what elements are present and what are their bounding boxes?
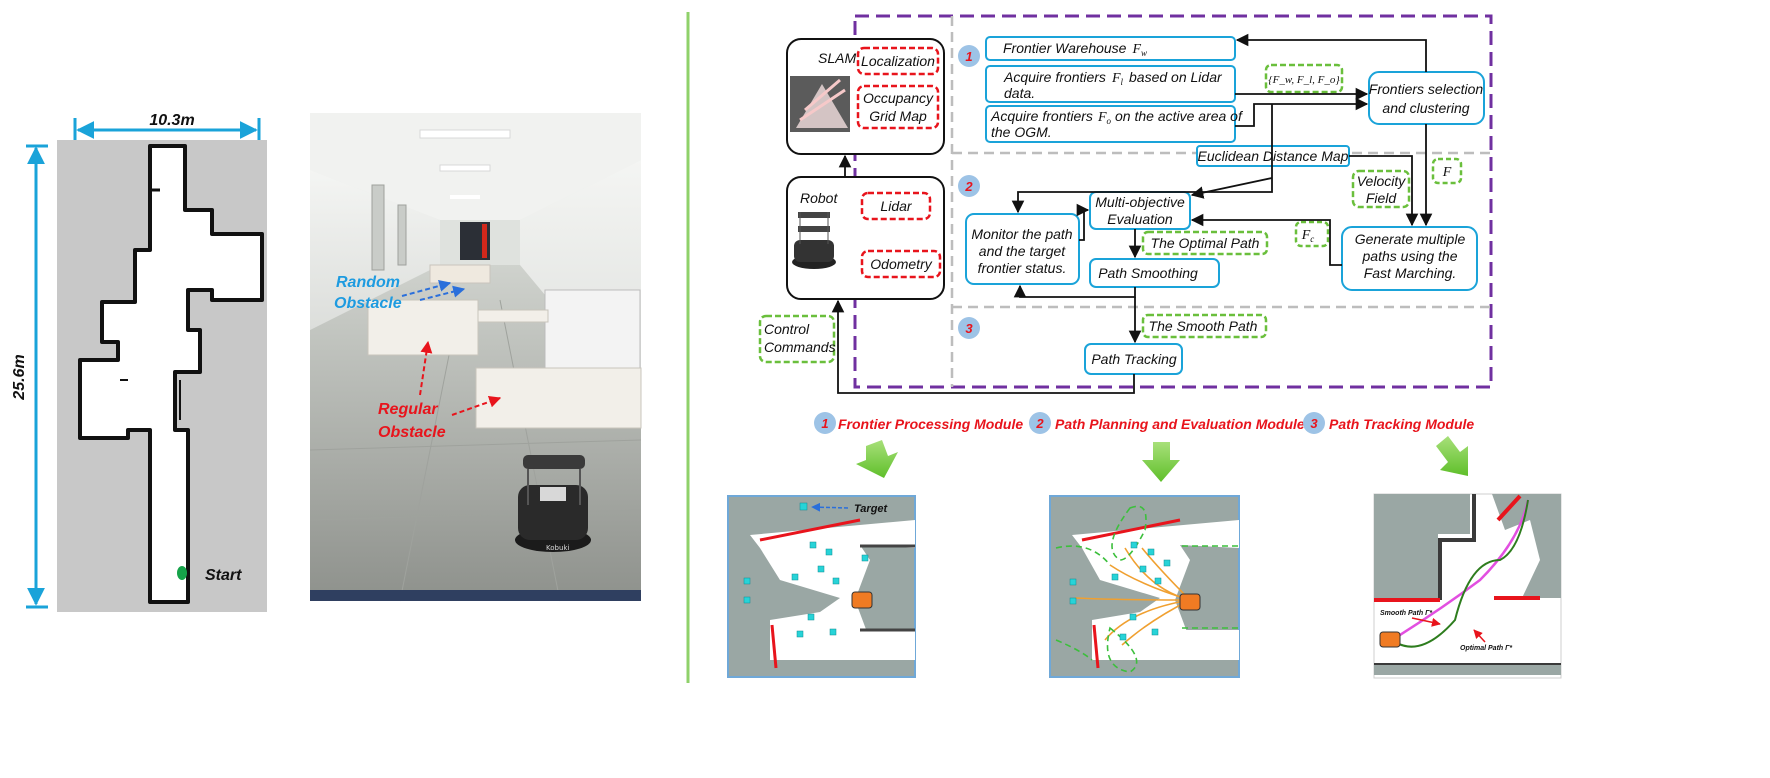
- frontier-set-symbol: {F_w, F_l, F_o}: [1268, 74, 1340, 86]
- optimal-path-box: [1141, 230, 1269, 256]
- frontier-selection-box: [1368, 71, 1485, 125]
- generate-line1: Generate multiple: [1355, 231, 1466, 247]
- velocity-field-box: [1351, 169, 1411, 209]
- velocity-label-line1: Velocity: [1357, 173, 1407, 189]
- optimal-path-panel-label: Optimal Path Γ*: [1460, 645, 1512, 652]
- map-free-space: [78, 144, 264, 604]
- module-1-label: Frontier Processing Module: [838, 416, 1023, 432]
- frontier-warehouse-box: [985, 36, 1236, 61]
- random-obstacle-label-line2: Obstacle: [334, 295, 402, 312]
- random-obstacle-label-line1: Random: [336, 274, 400, 291]
- multi-objective-line1: Multi-objective: [1095, 194, 1185, 210]
- acquire-lidar-frontiers-box: [985, 65, 1236, 103]
- fc-symbol-box: [1294, 220, 1330, 248]
- tracking-robot-marker: [1379, 631, 1401, 648]
- target-label: Target: [854, 503, 889, 515]
- path-smoothing-box: [1089, 258, 1220, 288]
- generate-line3: Fast Marching.: [1364, 265, 1457, 281]
- optimal-path-label: The Optimal Path: [1151, 235, 1260, 251]
- module-legend: 1 Frontier Processing Module 2 Path Plan…: [814, 412, 1474, 482]
- acquire-ogm-line2: the OGM.: [991, 124, 1052, 140]
- acquire-lidar-line2: data.: [1004, 85, 1035, 101]
- path-tracking-panel: Smooth Path Γ* Optimal Path Γ*: [1373, 493, 1562, 679]
- edm-label: Euclidean Distance Map: [1198, 148, 1349, 164]
- module-1-number: 1: [821, 416, 828, 431]
- robot-thumbnail: [792, 212, 836, 269]
- lidar-box: [860, 191, 932, 221]
- odometry-label: Odometry: [870, 256, 932, 272]
- corridor-photo: Kobuki Random Obstacle Regular Obstacle: [309, 113, 642, 602]
- occupancy-grid-box: [856, 84, 940, 130]
- occupancy-label-line1: Occupancy: [863, 90, 934, 106]
- map-width-label: 10.3m: [149, 112, 194, 129]
- occupancy-label-line2: Grid Map: [869, 108, 927, 124]
- module-2-label: Path Planning and Evaluation Module: [1055, 416, 1305, 432]
- framework-diagram: SLAM Localization Occupancy Grid Map Rob…: [758, 14, 1493, 394]
- module-2-number: 2: [1035, 416, 1044, 431]
- module-3-arrow: [1436, 436, 1468, 476]
- smooth-path-panel-label: Smooth Path Γ*: [1380, 610, 1432, 617]
- localization-label: Localization: [861, 53, 935, 69]
- velocity-label-line2: Field: [1366, 190, 1398, 206]
- monitor-line1: Monitor the path: [971, 226, 1072, 242]
- path-smoothing-label: Path Smoothing: [1098, 265, 1198, 281]
- module-2-arrow: [1142, 442, 1180, 482]
- flow-connectors: [831, 33, 1433, 394]
- module-3-label: Path Tracking Module: [1329, 416, 1474, 432]
- regular-obstacle-label-line1: Regular: [378, 401, 438, 418]
- fc-symbol: Fc: [1301, 228, 1315, 244]
- odometry-box: [860, 249, 942, 279]
- map-height-label: 25.6m: [11, 354, 28, 400]
- region-number-3: 3: [965, 321, 973, 336]
- monitor-box: [965, 213, 1080, 285]
- localization-box: [856, 46, 940, 76]
- robot-brand-label: Kobuki: [546, 544, 569, 552]
- acquire-ogm-frontiers-box: [985, 105, 1236, 143]
- robot-title: Robot: [800, 190, 838, 206]
- regular-obstacle-label-line2: Obstacle: [378, 424, 446, 441]
- control-label-line1: Control: [764, 321, 810, 337]
- start-marker: [177, 566, 187, 580]
- f-symbol-box: [1431, 157, 1463, 185]
- occupancy-map-figure: 10.3m 25.6m Start: [11, 112, 267, 612]
- f-symbol: F: [1442, 165, 1452, 180]
- path-tracking-label: Path Tracking: [1091, 351, 1177, 367]
- optimal-path-curve: [1391, 499, 1529, 648]
- module-3-number: 3: [1310, 416, 1318, 431]
- module-1-arrow: [856, 440, 898, 478]
- monitor-line2: and the target: [979, 243, 1067, 259]
- generate-paths-box: [1341, 226, 1478, 291]
- region-number-1: 1: [965, 49, 972, 64]
- monitor-line3: frontier status.: [978, 260, 1067, 276]
- multi-objective-line2: Evaluation: [1107, 211, 1173, 227]
- robot-marker: [851, 591, 873, 609]
- start-label: Start: [205, 567, 242, 584]
- generate-line2: paths using the: [1362, 248, 1458, 264]
- lidar-label: Lidar: [880, 198, 912, 214]
- smooth-path-label: The Smooth Path: [1149, 318, 1258, 334]
- frontier-set-box: [1264, 63, 1344, 94]
- region-number-2: 2: [964, 179, 973, 194]
- control-label-line2: Commands: [764, 339, 836, 355]
- frontier-points: [743, 502, 869, 638]
- frontier-processing-panel: Target: [727, 495, 916, 678]
- path-planning-panel: [1049, 495, 1240, 678]
- frontier-selection-line2: and clustering: [1382, 100, 1469, 116]
- frontier-selection-line1: Frontiers selection: [1369, 81, 1484, 97]
- slam-title: SLAM: [818, 50, 856, 66]
- smooth-path-box: [1141, 313, 1268, 339]
- control-commands-box: [758, 314, 836, 364]
- smooth-path-curve: [1391, 499, 1530, 642]
